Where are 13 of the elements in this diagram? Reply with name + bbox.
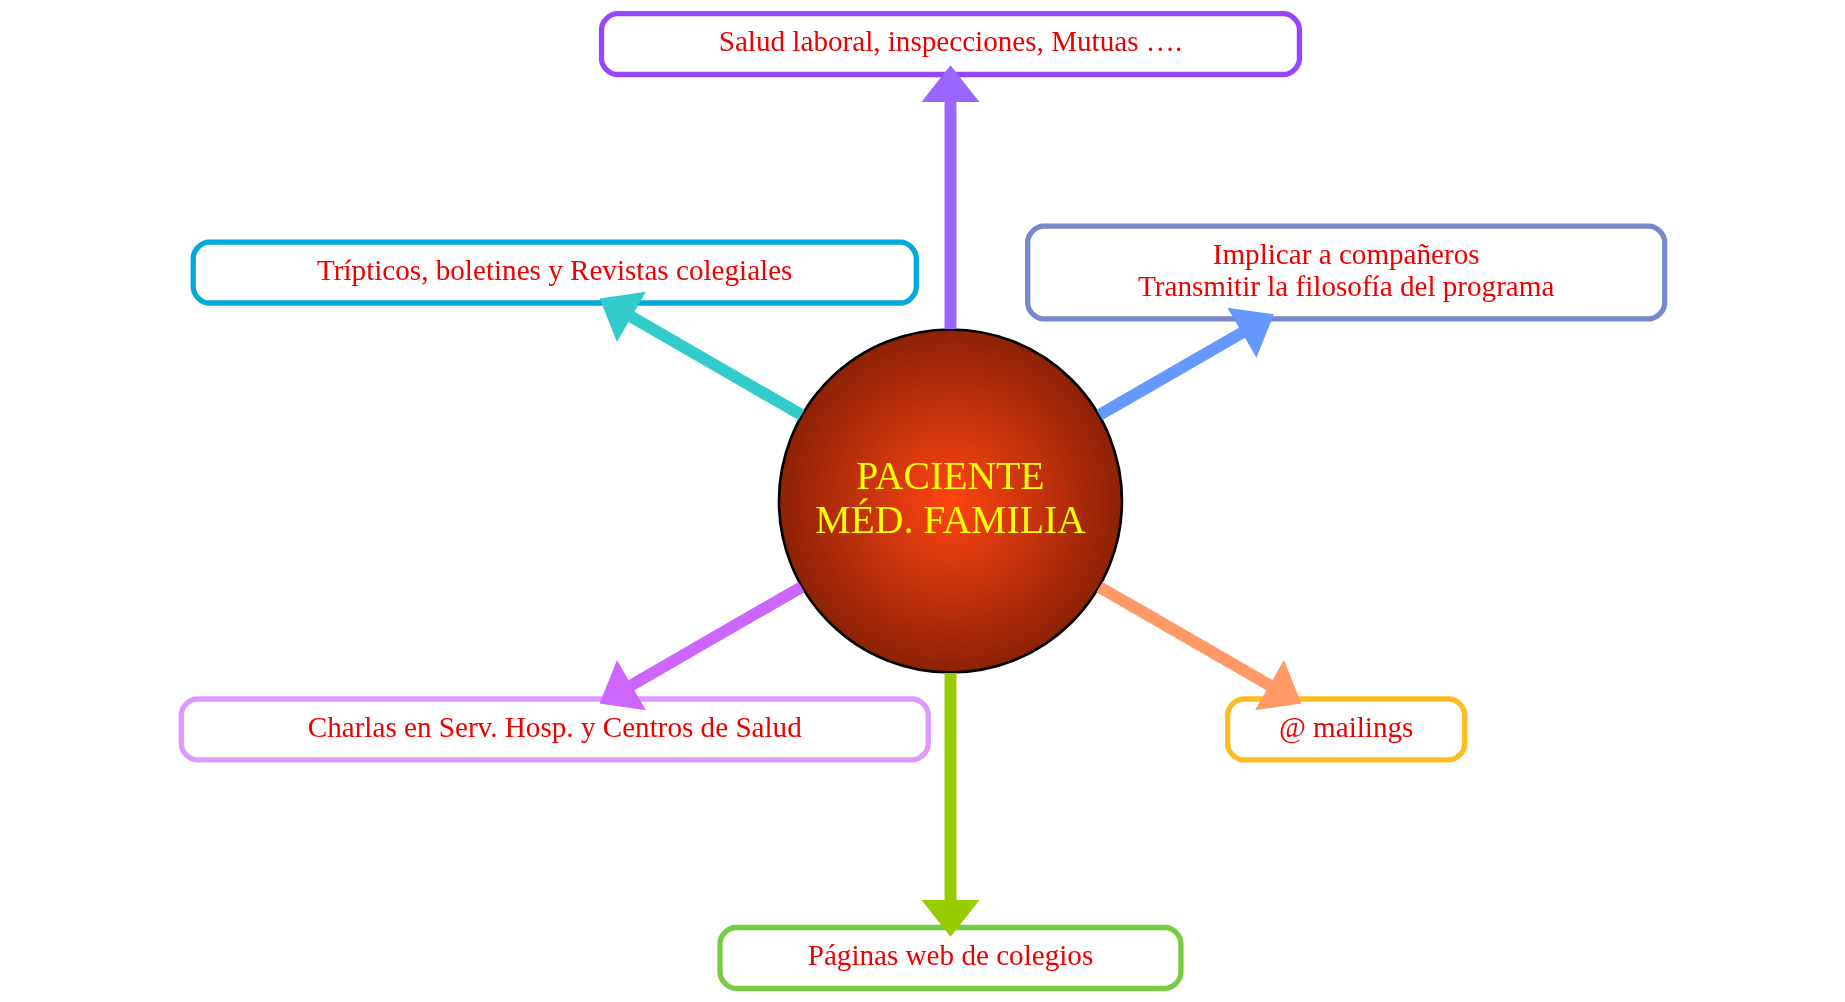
arrow xyxy=(599,291,804,421)
node-box: Salud laboral, inspecciones, Mutuas …. xyxy=(598,10,1302,78)
arrow xyxy=(1096,581,1301,711)
node-box: Charlas en Serv. Hosp. y Centros de Salud xyxy=(178,696,931,763)
arrow xyxy=(921,65,979,329)
node-circle: PACIENTE MÉD. FAMILIA xyxy=(777,328,1123,674)
arrow xyxy=(599,581,804,711)
node-box: Trípticos, boletines y Revistas colegiales xyxy=(190,239,919,306)
arrow xyxy=(921,673,979,937)
node-box: @ mailings xyxy=(1224,696,1467,763)
node-box: Páginas web de colegios xyxy=(716,924,1184,992)
arrow xyxy=(1096,307,1274,421)
node-box: Implicar a compañeros Transmitir la filosofía del programa xyxy=(1024,223,1667,322)
